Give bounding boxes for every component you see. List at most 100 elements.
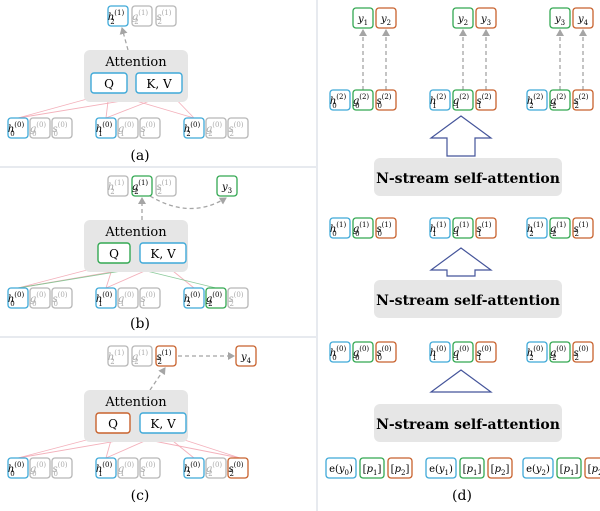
attention-title: Attention xyxy=(104,55,167,70)
token-frame xyxy=(387,457,413,479)
token-g0-d: g(0)0 xyxy=(352,341,374,363)
token-s1-b1: s(0)1 xyxy=(139,287,161,309)
nstream-block-middle xyxy=(374,280,562,318)
token-frame xyxy=(205,287,227,309)
token-g0-d: g(2)0 xyxy=(352,89,374,111)
token-text: h(0)0 xyxy=(8,461,25,478)
token-text: [p2] xyxy=(588,464,600,477)
token-frame xyxy=(7,457,29,479)
token-text: h(2)0 xyxy=(330,93,347,110)
token-frame xyxy=(131,345,153,367)
token-frame xyxy=(227,287,249,309)
query-label: Q xyxy=(109,247,119,261)
token-s1-b1: s(0)1 xyxy=(139,117,161,139)
token-[p1: [p1] xyxy=(556,457,582,479)
token-text: g(0)0 xyxy=(353,345,370,362)
token-frame xyxy=(205,457,227,479)
token-text: s(0)1 xyxy=(476,345,491,362)
token-text: h(0)0 xyxy=(8,121,25,138)
token-text: g(1)2 xyxy=(132,179,149,196)
token-frame xyxy=(549,7,571,29)
token-g2-d: g(1)2 xyxy=(549,217,571,239)
token-text: h(0)0 xyxy=(8,291,25,308)
token-text: g(1)2 xyxy=(132,9,149,26)
token-text: h(0)2 xyxy=(184,121,201,138)
key-value-label: K, V xyxy=(146,77,172,91)
token-frame xyxy=(487,457,513,479)
token-frame xyxy=(155,175,177,197)
token-text: [p1] xyxy=(560,464,579,477)
token-[p2: [p2] xyxy=(387,457,413,479)
token-frame xyxy=(359,457,385,479)
token-frame xyxy=(549,89,571,111)
token-text: y3 xyxy=(480,14,491,27)
token-frame xyxy=(235,345,257,367)
token-frame xyxy=(584,457,600,479)
token-h0-d: h(1)0 xyxy=(329,217,351,239)
token-text: [p1] xyxy=(363,464,382,477)
token-frame xyxy=(7,117,29,139)
token-frame xyxy=(375,89,397,111)
token-text: h(0)1 xyxy=(96,121,113,138)
token-h1-b1: h(0)1 xyxy=(95,117,117,139)
token-h2-b2: h(0)2 xyxy=(183,117,205,139)
token-h2-d: h(2)2 xyxy=(526,89,548,111)
token-h2-b2: h(0)2 xyxy=(183,457,205,479)
token-g1-d: g(1)1 xyxy=(452,217,474,239)
hollow-arrow xyxy=(429,247,493,277)
token-text: h(0)1 xyxy=(96,461,113,478)
token-y3-d-top: y3 xyxy=(475,7,497,29)
token-g2-top: g(1)2 xyxy=(131,5,153,27)
token-text: g(0)0 xyxy=(30,121,47,138)
token-text: g(0)1 xyxy=(118,461,135,478)
token-s0-b0: s(0)0 xyxy=(51,287,73,309)
token-g2-top: g(1)2 xyxy=(131,175,153,197)
token-text: g(0)0 xyxy=(30,461,47,478)
token-text: [p1] xyxy=(463,464,482,477)
token-text: h(1)0 xyxy=(330,221,347,238)
token-text: h(1)2 xyxy=(108,9,125,26)
token-text: y3 xyxy=(221,182,232,195)
token-text: g(0)1 xyxy=(453,345,470,362)
token-y2-d-top: y2 xyxy=(452,7,474,29)
token-text: g(2)2 xyxy=(550,93,567,110)
token-[p2: [p2] xyxy=(584,457,600,479)
token-frame xyxy=(375,341,397,363)
token-frame xyxy=(183,117,205,139)
nstream-label: N-stream self-attention xyxy=(376,293,560,309)
token-text: y4 xyxy=(577,14,589,27)
token-frame xyxy=(51,287,73,309)
token-text: h(1)2 xyxy=(108,349,125,366)
token-frame xyxy=(452,7,474,29)
nstream-label: N-stream self-attention xyxy=(376,417,560,433)
token-frame xyxy=(205,117,227,139)
key-value-box xyxy=(139,412,187,434)
token-text: y1 xyxy=(357,14,368,27)
hollow-arrow xyxy=(429,369,493,393)
token-s0-d: s(2)0 xyxy=(375,89,397,111)
token-text: s(1)1 xyxy=(476,221,491,238)
token-frame xyxy=(352,217,374,239)
token-s2-top: s(1)2 xyxy=(155,345,177,367)
token-text: s(2)0 xyxy=(376,93,391,110)
token-g1-b1: g(0)1 xyxy=(117,457,139,479)
token-frame xyxy=(155,5,177,27)
token-text: s(0)1 xyxy=(140,121,155,138)
query-label: Q xyxy=(108,417,118,431)
token-s2-top: s(1)2 xyxy=(155,175,177,197)
token-frame xyxy=(375,217,397,239)
token-h0-b0: h(0)0 xyxy=(7,287,29,309)
token-text: [p2] xyxy=(391,464,410,477)
token-s2-d: s(2)2 xyxy=(572,89,594,111)
token-e(y2: e(y2) xyxy=(522,457,554,479)
token-frame xyxy=(526,217,548,239)
key-value-label: K, V xyxy=(150,247,176,261)
panel-labels: (a) (b) (c) (d) xyxy=(130,148,472,504)
token-h1-b1: h(0)1 xyxy=(95,457,117,479)
token-s1-b1: s(0)1 xyxy=(139,457,161,479)
token-frame xyxy=(95,117,117,139)
token-y3-d-top: y3 xyxy=(549,7,571,29)
token-frame xyxy=(51,117,73,139)
attention-title: Attention xyxy=(104,225,167,240)
token-text: s(1)2 xyxy=(156,179,171,196)
